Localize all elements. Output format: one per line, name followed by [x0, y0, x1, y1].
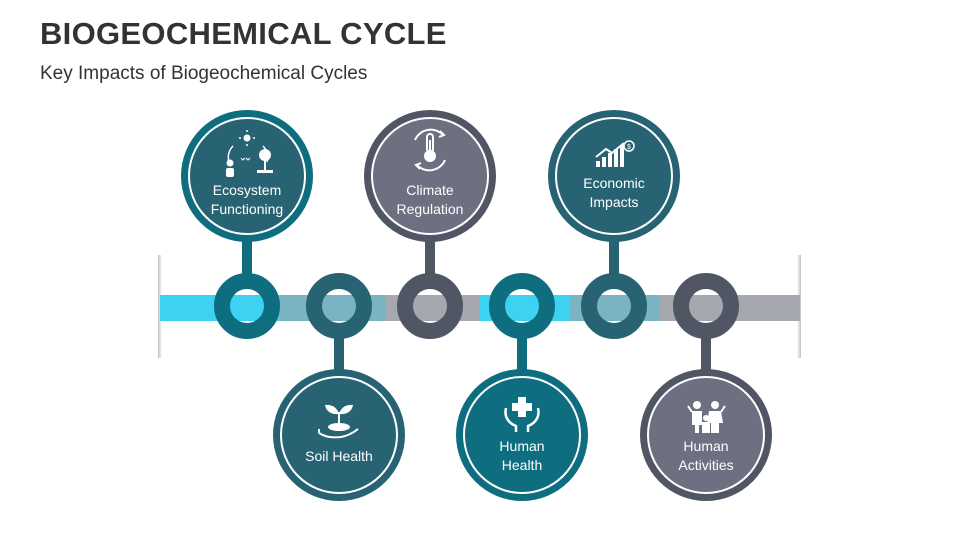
node-climate-regulation: Climate Regulation — [364, 110, 496, 242]
ring-soil — [306, 273, 372, 339]
ring-climate — [397, 273, 463, 339]
timeline-bar — [160, 295, 800, 321]
label-human-activities-line2: Activities — [678, 457, 733, 473]
medical-cross-hands-icon — [504, 397, 540, 432]
node-human-health: Human Health — [456, 369, 588, 501]
ring-economic — [581, 273, 647, 339]
label-ecosystem-line2: Functioning — [211, 201, 283, 217]
label-human-health-line2: Health — [502, 457, 542, 473]
label-human-activities-line1: Human — [683, 438, 728, 454]
node-human-activities: Human Activities — [640, 369, 772, 501]
node-ecosystem-functioning: Ecosystem Functioning — [181, 110, 313, 242]
node-soil-health: Soil Health — [273, 369, 405, 501]
label-climate-line1: Climate — [406, 182, 454, 198]
label-economic-line2: Impacts — [589, 194, 638, 210]
connector-stems — [242, 232, 711, 380]
seedling-hand-icon — [318, 404, 359, 439]
ecosystem-icon — [226, 130, 273, 177]
stem-ecosystem — [242, 232, 252, 282]
label-human-health-line1: Human — [499, 438, 544, 454]
thermometer-cycle-icon — [414, 128, 446, 172]
slide-title: BIOGEOCHEMICAL CYCLE — [40, 16, 447, 51]
stem-human-health — [517, 332, 527, 380]
label-soil-line1: Soil Health — [305, 448, 373, 464]
svg-text:$: $ — [627, 144, 631, 151]
stem-human-activities — [701, 332, 711, 380]
ring-ecosystem — [214, 273, 280, 339]
label-climate-line2: Regulation — [397, 201, 464, 217]
timeline-rings — [214, 273, 739, 339]
label-ecosystem-line1: Ecosystem — [213, 182, 281, 198]
stem-soil — [334, 332, 344, 380]
node-economic-impacts: $ Economic Impacts — [548, 110, 680, 242]
slide-subtitle: Key Impacts of Biogeochemical Cycles — [40, 63, 368, 84]
label-economic-line1: Economic — [583, 175, 644, 191]
stem-climate — [425, 232, 435, 282]
stem-economic — [609, 232, 619, 282]
family-icon — [687, 401, 726, 433]
ring-human-activities — [673, 273, 739, 339]
growth-chart-icon: $ — [595, 140, 635, 167]
ring-human-health — [489, 273, 555, 339]
